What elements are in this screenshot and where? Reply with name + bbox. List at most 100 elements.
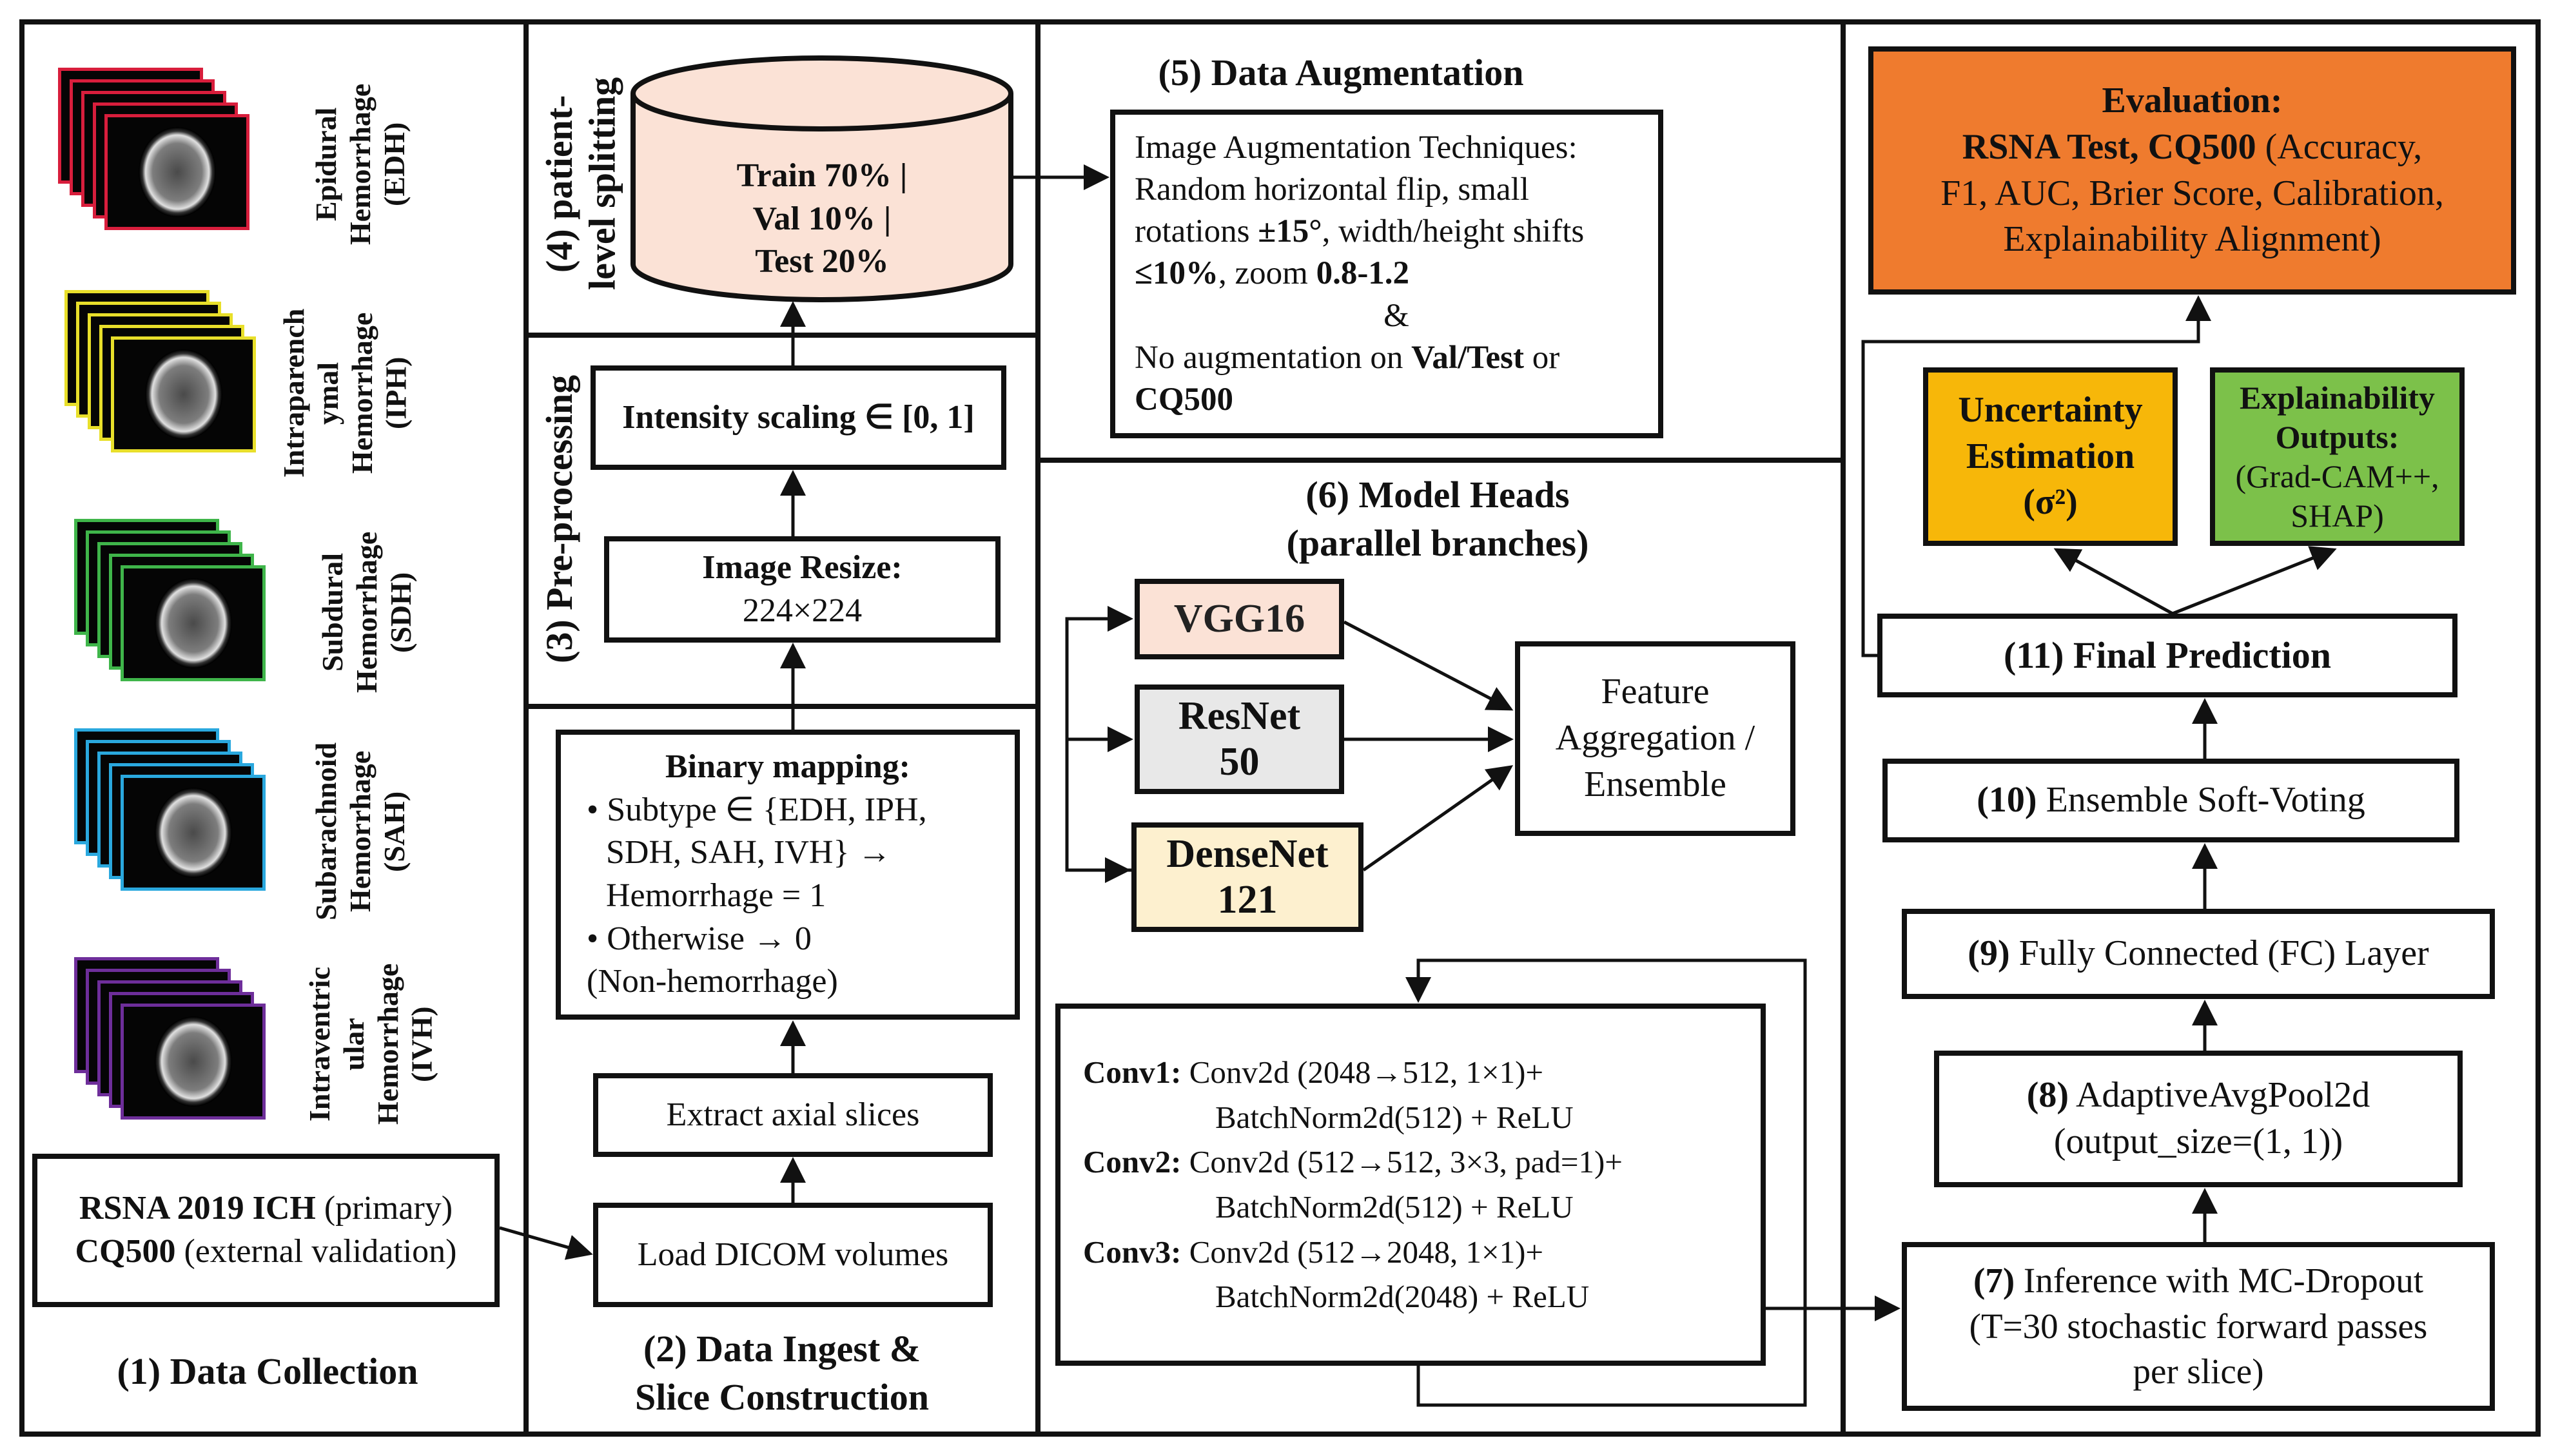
resnet-label-2: 50 <box>1219 740 1260 784</box>
resnet50-box: ResNet 50 <box>1135 684 1344 794</box>
dataset-box: RSNA 2019 ICH (primary) CQ500 (external … <box>32 1154 500 1307</box>
split-val: Val 10% | <box>752 200 892 237</box>
edh-slice-stack <box>58 68 251 261</box>
subtype-label-ivh: Intraventric ular Hemorrhage (IVH) <box>303 963 438 1125</box>
split-text: Train 70% | Val 10% | Test 20% <box>664 148 980 290</box>
aug-val-test: Val/Test <box>1411 339 1524 376</box>
feature-aggregation-box: Feature Aggregation / Ensemble <box>1515 641 1795 836</box>
step-7-num: (7) <box>1973 1261 2015 1301</box>
conv3-label: Conv3: <box>1083 1234 1182 1270</box>
aug-line-4b: , zoom <box>1218 255 1316 292</box>
conv3-line-1: Conv2d (512→2048, 1×1)+ <box>1189 1234 1544 1270</box>
image-resize-value: 224×224 <box>742 592 863 629</box>
section-6-title-line2: (parallel branches) <box>1286 522 1589 565</box>
load-dicom-box: Load DICOM volumes <box>593 1203 993 1307</box>
divider-aug-models <box>1035 458 1846 463</box>
aug-cq500: CQ500 <box>1135 382 1233 418</box>
image-resize-title: Image Resize: <box>702 548 903 586</box>
conv-block-box: Conv1: Conv2d (2048→512, 1×1)+ BatchNorm… <box>1055 1004 1766 1366</box>
ct-slice <box>121 775 266 891</box>
step-8-num: (8) <box>2026 1075 2069 1116</box>
cq500-dataset-role: (external validation) <box>175 1233 457 1270</box>
divider-1 <box>523 19 529 1437</box>
image-resize-box: Image Resize: 224×224 <box>604 536 1001 643</box>
binary-line-5: (Non-hemorrhage) <box>587 963 838 1000</box>
section-4-title: (4) patient- level splitting <box>538 39 624 329</box>
conv2-line-1: Conv2d (512→512, 3×3, pad=1)+ <box>1189 1144 1623 1180</box>
avgpool-line-1: AdaptiveAvgPool2d <box>2069 1075 2370 1116</box>
subtype-label-sah: Subarachnoid Hemorrhage (SAH) <box>309 742 411 921</box>
conv3-line-2: BatchNorm2d(2048) + ReLU <box>1215 1279 1590 1315</box>
vgg16-box: VGG16 <box>1135 579 1344 659</box>
subtype-label-sdh: Subdural Hemorrhage (SDH) <box>316 531 417 694</box>
densenet-label-1: DenseNet <box>1166 831 1329 876</box>
binary-line-3: Hemorrhage = 1 <box>606 877 826 914</box>
vgg16-label: VGG16 <box>1173 596 1305 641</box>
section-6-title-line1: (6) Model Heads <box>1305 474 1570 516</box>
binary-mapping-box: Binary mapping: • Subtype ∈ {EDH, IPH, S… <box>556 730 1020 1020</box>
uncertainty-line-3: (σ²) <box>2023 482 2078 523</box>
explainability-line-3: (Grad-CAM++, <box>2235 458 2439 494</box>
aug-ampersand: & <box>1383 297 1409 334</box>
soft-voting-text: Ensemble Soft-Voting <box>2037 780 2365 820</box>
densenet-label-2: 121 <box>1217 878 1278 922</box>
explainability-line-2: Outputs: <box>2275 418 2399 455</box>
mc-dropout-line-3: per slice) <box>2133 1352 2264 1392</box>
aug-line-5c: or <box>1523 339 1560 376</box>
augmentation-box: Image Augmentation Techniques: Random ho… <box>1110 110 1663 438</box>
evaluation-datasets: RSNA Test, CQ500 <box>1962 126 2256 167</box>
uncertainty-box: Uncertainty Estimation (σ²) <box>1923 367 2178 546</box>
final-prediction-text: (11) Final Prediction <box>2003 634 2331 676</box>
split-train: Train 70% | <box>736 157 908 195</box>
explainability-line-4: SHAP) <box>2291 497 2384 534</box>
conv1-label: Conv1: <box>1083 1054 1182 1091</box>
divider-preproc-ingest <box>523 704 1041 709</box>
split-test: Test 20% <box>755 243 889 280</box>
step-10-num: (10) <box>1977 780 2037 820</box>
binary-line-4: • Otherwise → 0 <box>587 920 812 957</box>
evaluation-title: Evaluation: <box>2102 81 2283 121</box>
ct-slice <box>121 565 266 681</box>
explainability-line-1: Explainability <box>2240 379 2435 416</box>
binary-mapping-title: Binary mapping: <box>665 748 910 786</box>
intensity-scaling-box: Intensity scaling ∈ [0, 1] <box>591 365 1006 470</box>
evaluation-line-3: Explainability Alignment) <box>2003 219 2381 260</box>
sah-slice-stack <box>74 728 268 922</box>
evaluation-line-1: (Accuracy, <box>2256 126 2423 167</box>
resnet-label-1: ResNet <box>1178 694 1301 738</box>
subtype-label-iph: Intraparench ymal Hemorrhage (IPH) <box>277 308 413 478</box>
evaluation-line-2: F1, AUC, Brier Score, Calibration, <box>1940 173 2444 213</box>
iph-slice-stack <box>64 290 258 483</box>
aug-line-1: Image Augmentation Techniques: <box>1135 129 1578 166</box>
soft-voting-box: (10) Ensemble Soft-Voting <box>1882 759 2459 842</box>
divider-3 <box>1841 19 1846 1437</box>
load-dicom-text: Load DICOM volumes <box>637 1236 949 1273</box>
binary-line-1: • Subtype ∈ {EDH, IPH, <box>587 791 927 828</box>
aug-line-2: Random horizontal flip, small <box>1135 171 1529 208</box>
divider-split-preproc <box>523 333 1041 338</box>
aug-line-3c: , width/height shifts <box>1322 213 1585 250</box>
ct-slice <box>121 1004 266 1120</box>
agg-line-2: Aggregation / <box>1555 718 1755 759</box>
rsna-dataset-name: RSNA 2019 ICH <box>79 1190 316 1227</box>
mc-dropout-line-2: (T=30 stochastic forward passes <box>1969 1306 2428 1346</box>
section-1-title: (1) Data Collection <box>117 1350 418 1392</box>
section-6-title: (6) Model Heads (parallel branches) <box>1109 471 1766 568</box>
cq500-dataset-name: CQ500 <box>75 1233 176 1270</box>
explainability-box: Explainability Outputs: (Grad-CAM++, SHA… <box>2210 367 2465 546</box>
uncertainty-line-1: Uncertainty <box>1958 389 2143 430</box>
divider-2 <box>1035 19 1041 1437</box>
fc-layer-text: Fully Connected (FC) Layer <box>2009 933 2429 974</box>
agg-line-3: Ensemble <box>1584 764 1726 804</box>
aug-line-3a: rotations <box>1135 213 1258 250</box>
rsna-dataset-role: (primary) <box>315 1190 453 1227</box>
avgpool-box: (8) AdaptiveAvgPool2d (output_size=(1, 1… <box>1934 1051 2463 1187</box>
section-4-title-line1: (4) patient- <box>538 95 580 273</box>
aug-rotation: ±15° <box>1258 213 1322 250</box>
aug-zoom: 0.8-1.2 <box>1316 255 1410 292</box>
fc-layer-box: (9) Fully Connected (FC) Layer <box>1902 909 2495 999</box>
section-3-title: (3) Pre-processing <box>538 374 580 663</box>
extract-slices-box: Extract axial slices <box>593 1073 993 1157</box>
section-2-title-line2: Slice Construction <box>635 1376 929 1419</box>
intensity-scaling-text: Intensity scaling ∈ [0, 1] <box>622 398 975 436</box>
